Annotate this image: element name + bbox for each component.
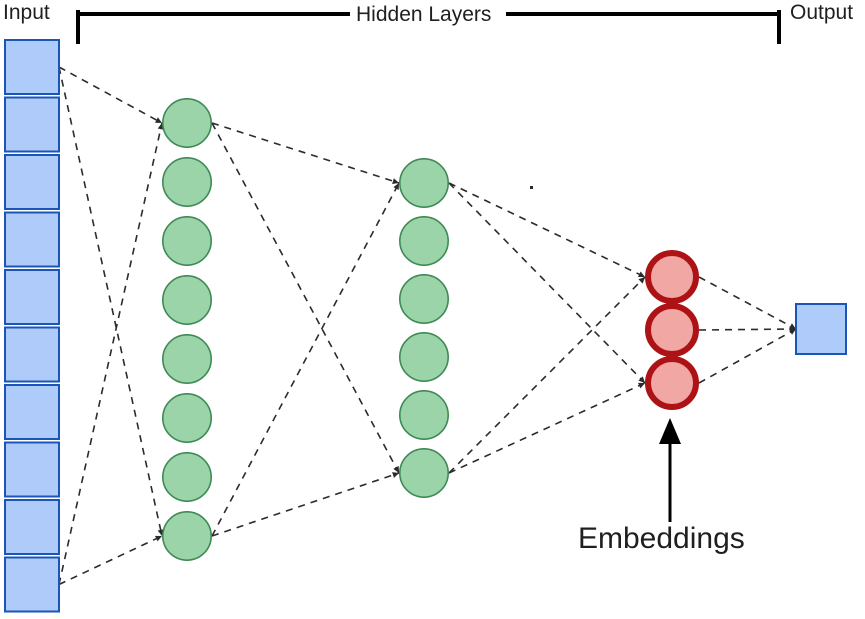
input-layer-node-1[interactable] xyxy=(4,39,60,95)
connection-hidden-layer-1-to-hidden-layer-2-top-bottom-arrowhead xyxy=(393,466,399,473)
connection-input-layer-to-hidden-layer-1-top-top xyxy=(58,66,163,124)
hidden-layer-2-node-3[interactable] xyxy=(398,273,449,324)
stray-mark-dot xyxy=(530,186,533,189)
input-layer-node-4[interactable] xyxy=(4,211,60,268)
connection-input-layer-to-hidden-layer-1-bottom-top xyxy=(58,122,163,585)
hidden-layers-label: Hidden Layers xyxy=(352,4,496,25)
hidden-layer-1-node-2[interactable] xyxy=(162,157,213,208)
input-layer-label: Input xyxy=(3,1,50,24)
embedding-layer-node-2[interactable] xyxy=(645,303,699,357)
hidden-layer-1-node-4[interactable] xyxy=(162,274,213,325)
connection-hidden-layer-1-to-hidden-layer-2-top-bottom xyxy=(211,122,400,474)
input-layer-node-6[interactable] xyxy=(4,326,60,383)
connection-hidden-layer-2-to-embedding-layer-bottom-top xyxy=(448,276,646,474)
input-layer-node-10[interactable] xyxy=(4,556,60,613)
connection-hidden-layer-1-to-hidden-layer-2-bottom-top xyxy=(211,182,400,537)
connection-hidden-layer-1-to-hidden-layer-2-bottom-bottom xyxy=(211,472,400,537)
connection-hidden-layer-1-to-hidden-layer-2-top-top xyxy=(211,122,400,184)
hidden-layer-1-node-5[interactable] xyxy=(162,333,213,384)
input-layer-node-8[interactable] xyxy=(4,441,60,498)
input-layer-node-9[interactable] xyxy=(4,499,60,555)
stray-mark xyxy=(530,186,533,189)
connection-hidden-layer-2-to-embedding-layer-top-top-arrowhead xyxy=(638,271,645,277)
connection-input-layer-to-hidden-layer-1-bottom-bottom-arrowhead xyxy=(155,535,162,542)
connection-hidden-layer-1-to-hidden-layer-2-top-top-arrowhead xyxy=(392,178,399,184)
connection-input-layer-to-hidden-layer-1-top-bottom xyxy=(58,66,163,537)
embeddings-pointer-arrow xyxy=(659,418,681,522)
connection-hidden-layer-2-to-embedding-layer-bottom-top-arrowhead xyxy=(638,277,645,284)
input-layer-node-5[interactable] xyxy=(4,269,60,325)
embedding-layer-node-1[interactable] xyxy=(645,250,699,304)
input-layer-node-3[interactable] xyxy=(4,154,60,210)
hidden-layer-1-node-8[interactable] xyxy=(162,510,213,561)
hidden-layer-1-node-7[interactable] xyxy=(162,451,213,502)
hidden-layer-2-node-6[interactable] xyxy=(398,447,449,498)
hidden-layer-2-node-1[interactable] xyxy=(398,158,449,209)
hidden-layer-1-node-6[interactable] xyxy=(162,392,213,443)
hidden-layers-bracket xyxy=(76,10,781,44)
connection-hidden-layer-2-to-embedding-layer-top-bottom xyxy=(448,182,646,384)
hidden-layer-2-node-2[interactable] xyxy=(398,216,449,267)
input-layer-node-2[interactable] xyxy=(4,96,60,153)
connection-embedding-layer-to-output-layer-0 xyxy=(698,276,797,330)
connection-hidden-layer-2-to-embedding-layer-top-bottom-arrowhead xyxy=(638,376,645,383)
embedding-layer-node-3[interactable] xyxy=(645,356,699,410)
connection-embedding-layer-to-output-layer-2-arrowhead xyxy=(789,329,796,335)
connection-hidden-layer-2-to-embedding-layer-bottom-bottom xyxy=(448,382,646,474)
output-layer-label: Output xyxy=(790,1,854,24)
connection-hidden-layer-2-to-embedding-layer-bottom-bottom-arrowhead xyxy=(638,382,645,389)
output-layer-node-1[interactable] xyxy=(795,303,847,355)
input-layer-node-7[interactable] xyxy=(4,384,60,440)
connection-input-layer-to-hidden-layer-1-bottom-bottom xyxy=(58,535,163,586)
connection-hidden-layer-1-to-hidden-layer-2-bottom-top-arrowhead xyxy=(393,183,399,190)
connection-embedding-layer-to-output-layer-1 xyxy=(698,328,797,331)
connection-hidden-layer-2-to-embedding-layer-top-top xyxy=(448,182,646,278)
hidden-layer-1-node-1[interactable] xyxy=(162,98,213,149)
connection-input-layer-to-hidden-layer-1-top-top-arrowhead xyxy=(155,117,162,123)
hidden-layer-2-node-5[interactable] xyxy=(398,389,449,440)
embeddings-arrow-head xyxy=(659,418,681,444)
hidden-layer-2-node-4[interactable] xyxy=(398,331,449,382)
hidden-layer-1-node-3[interactable] xyxy=(162,216,213,267)
connection-embedding-layer-to-output-layer-2 xyxy=(698,328,797,384)
connection-lines xyxy=(58,66,797,586)
network-nodes xyxy=(4,39,847,613)
embeddings-label: Embeddings xyxy=(578,522,745,555)
connection-hidden-layer-1-to-hidden-layer-2-bottom-bottom-arrowhead xyxy=(392,472,399,478)
